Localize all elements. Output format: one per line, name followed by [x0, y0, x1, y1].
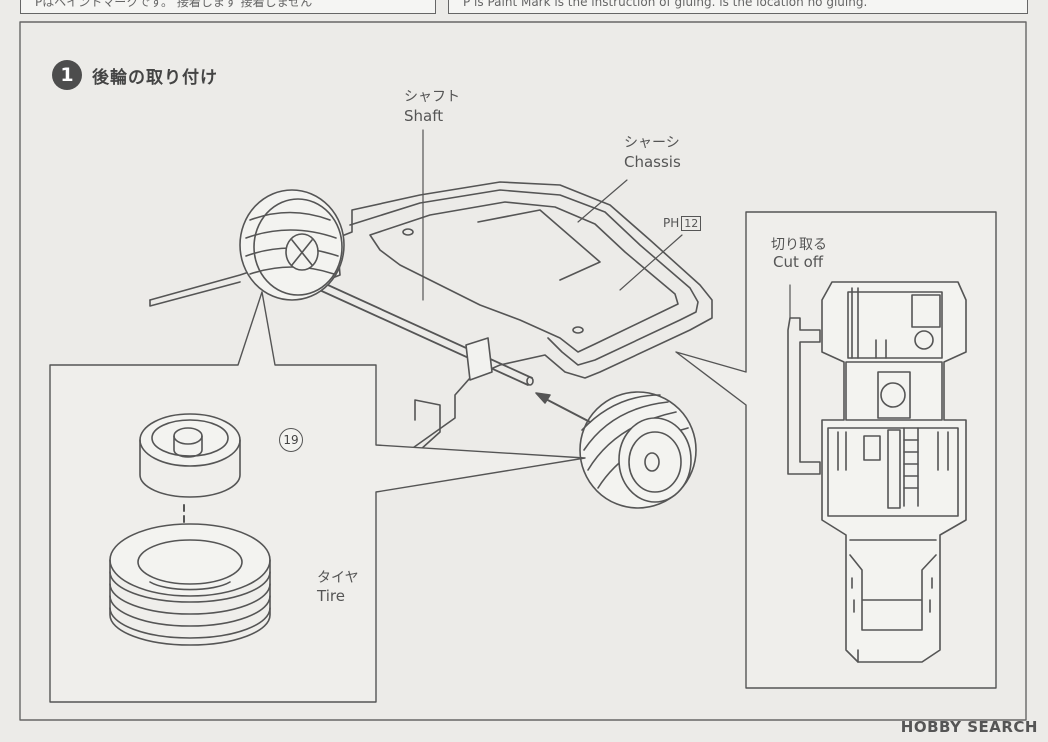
- cutoff-gate: [787, 317, 821, 475]
- chassis-label-jp: シャーシ: [624, 135, 680, 151]
- header-legend-jp: Pはペイントマークです。 接着します 接着しません: [20, 0, 436, 14]
- header-legend-en: P is Paint Mark is the instruction of gl…: [448, 0, 1028, 14]
- chassis-hole-1: [402, 228, 414, 236]
- tire-label-en: Tire: [317, 587, 345, 605]
- chassis-left-edge: [149, 281, 241, 307]
- insert-arrow: [539, 395, 591, 423]
- shaft-label-jp: シャフト: [404, 89, 460, 105]
- tire-part: [109, 523, 271, 646]
- cutoff-label-en: Cut off: [773, 253, 824, 271]
- paint-mark-symbol: PH: [663, 216, 680, 230]
- chassis-underside: [821, 281, 967, 663]
- shaft-bushing-right: [465, 337, 493, 381]
- chassis-leader: [577, 179, 628, 223]
- cutoff-label-jp: 切り取る: [771, 237, 827, 253]
- right-rear-wheel: [579, 391, 697, 509]
- step-title: 後輪の取り付け: [92, 67, 218, 88]
- watermark-logo: HOBBY SEARCH: [900, 718, 1038, 736]
- chassis-hole-2: [572, 326, 584, 334]
- paint-mark-number: 12: [681, 216, 702, 231]
- chassis-detail-panel: [477, 209, 601, 281]
- shaft-end: [526, 376, 534, 386]
- chassis-floor-panel: [369, 201, 679, 353]
- step-number-badge: 1: [52, 60, 82, 90]
- paint-leader: [619, 234, 683, 291]
- chassis-label-en: Chassis: [624, 153, 681, 171]
- step-heading: 1 後輪の取り付け: [52, 60, 218, 90]
- header-legend-en-text: P is Paint Mark is the instruction of gl…: [463, 0, 868, 9]
- tire-label-jp: タイヤ: [317, 570, 359, 586]
- part-number-badge: 19: [279, 428, 303, 452]
- step-frame: [19, 21, 1027, 721]
- left-rear-wheel: [239, 189, 345, 301]
- shaft-label-en: Shaft: [404, 107, 444, 125]
- chassis-rear-tab: [414, 399, 441, 451]
- chassis-inner-rim: [349, 189, 699, 366]
- header-legend-jp-text: Pはペイントマークです。 接着します 接着しません: [35, 0, 313, 9]
- detail-callout: [49, 291, 586, 703]
- insert-arrow-head: [535, 392, 551, 404]
- wheel-hub-19: [139, 413, 241, 498]
